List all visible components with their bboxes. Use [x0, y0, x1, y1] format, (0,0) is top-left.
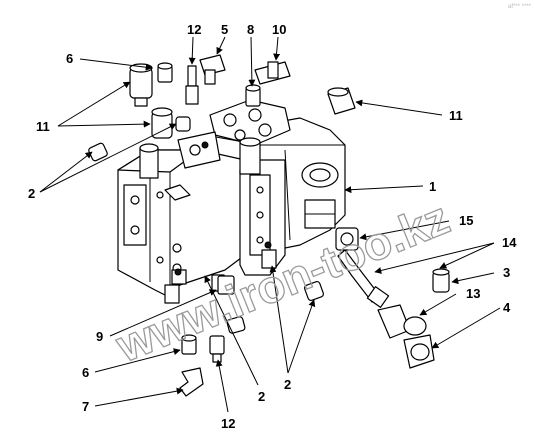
- callout-2-right: 2: [284, 377, 291, 392]
- callout-2-bottom: 2: [258, 389, 265, 404]
- elbow-part-7: [179, 367, 204, 397]
- elbow-part-4: [403, 334, 435, 369]
- fitting-part-11-lower-left: [151, 107, 173, 139]
- callout-7: 7: [82, 399, 89, 414]
- callout-2-left: 2: [28, 186, 35, 201]
- fitting-part-6-bottom: [181, 334, 197, 355]
- tee-part-10: [254, 61, 291, 85]
- fitting-part-6-top: [157, 62, 173, 83]
- leader-lines: [39, 36, 501, 413]
- callout-1: 1: [429, 179, 436, 194]
- fitting-part-11-right: [327, 87, 356, 115]
- callout-11-right: 11: [449, 108, 463, 123]
- callout-12-bottom: 12: [221, 416, 235, 431]
- callout-9: 9: [96, 329, 103, 344]
- callout-11-left: 11: [36, 119, 50, 134]
- callout-labels: 6 11 2 12 5 8 10 11 1 15 14 3 13 4 9 6 7…: [28, 22, 517, 431]
- callout-4: 4: [503, 300, 511, 315]
- callout-6-bottom: 6: [82, 365, 89, 380]
- callout-15: 15: [459, 213, 473, 228]
- fitting-part-9: [217, 275, 235, 295]
- hose-part-14: [337, 249, 390, 308]
- callout-6-top: 6: [66, 51, 73, 66]
- callout-14: 14: [502, 235, 517, 250]
- fitting-part-8: [245, 84, 261, 107]
- callout-12-top: 12: [187, 22, 201, 37]
- valve-assembly: [117, 99, 346, 304]
- elbow-part-5: [199, 54, 226, 85]
- fitting-part-15: [335, 227, 359, 251]
- callout-3: 3: [503, 265, 510, 280]
- corner-mark: af*** ****: [508, 4, 532, 10]
- plug-part-2-left: [175, 116, 191, 132]
- callout-5: 5: [221, 22, 228, 37]
- cap-part-2-right: [303, 280, 325, 302]
- callout-13: 13: [466, 286, 480, 301]
- fitting-part-12-top: [185, 65, 199, 105]
- callout-8: 8: [247, 22, 254, 37]
- cap-part-2-bottom: [226, 316, 246, 334]
- fitting-part-3: [432, 268, 450, 293]
- swivel-part-13: [377, 304, 427, 339]
- callout-10: 10: [272, 22, 286, 37]
